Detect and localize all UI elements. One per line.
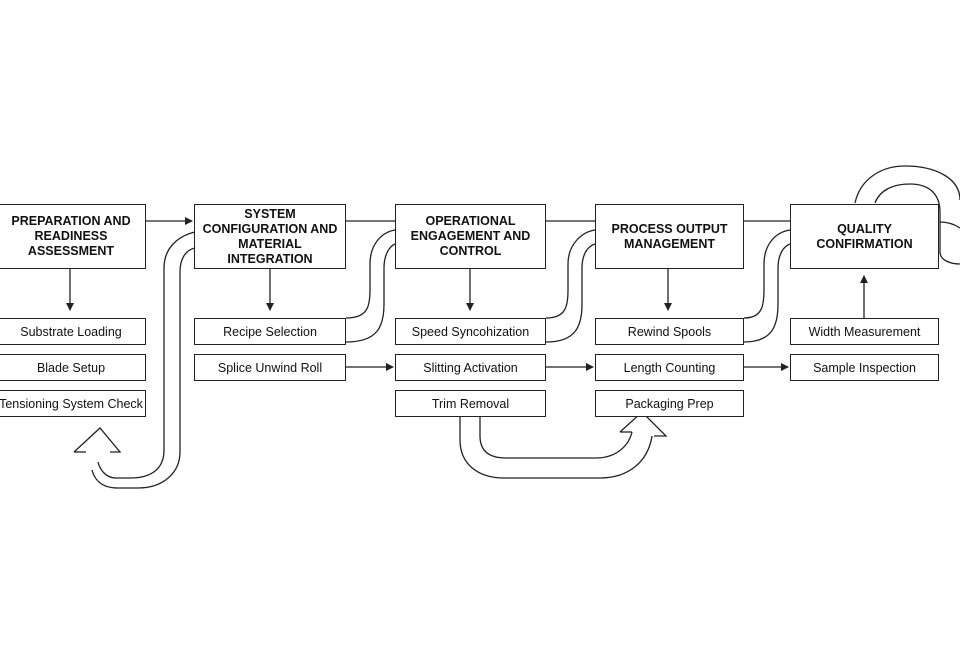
stage-system-configuration[interactable]: SYSTEM CONFIGURATION AND MATERIAL INTEGR… bbox=[194, 204, 346, 269]
step-label: Substrate Loading bbox=[20, 324, 122, 339]
stage-quality-confirmation[interactable]: QUALITY CONFIRMATION bbox=[790, 204, 939, 269]
step-length-counting[interactable]: Length Counting bbox=[595, 354, 744, 381]
stage-process-output[interactable]: PROCESS OUTPUT MANAGEMENT bbox=[595, 204, 744, 269]
step-label: Trim Removal bbox=[431, 396, 510, 411]
stage-step-arrows bbox=[66, 269, 868, 318]
loop-inner bbox=[874, 183, 960, 265]
curve-rewind-to-s5 bbox=[743, 229, 791, 319]
step-label: Slitting Activation bbox=[423, 360, 518, 375]
step-width-measurement[interactable]: Width Measurement bbox=[790, 318, 939, 345]
step-substrate-loading[interactable]: Substrate Loading bbox=[0, 318, 146, 345]
step-recipe-selection[interactable]: Recipe Selection bbox=[194, 318, 346, 345]
exit-loop bbox=[854, 165, 960, 265]
step-label: Width Measurement bbox=[808, 324, 921, 339]
loopback-head bbox=[73, 427, 122, 453]
step-label: Length Counting bbox=[623, 360, 716, 375]
loopback-inner bbox=[91, 247, 196, 489]
curve-recipe-to-s3-outer bbox=[345, 243, 396, 343]
curve-speed-to-s4-outer bbox=[545, 243, 596, 343]
curve-recipe-to-s3 bbox=[345, 229, 396, 319]
stage-preparation[interactable]: PREPARATION AND READINESS ASSESSMENT bbox=[0, 204, 146, 269]
loopback-outer bbox=[97, 231, 196, 479]
step-label: Tensioning System Check bbox=[0, 396, 143, 411]
trim-to-packaging-arrow bbox=[459, 411, 668, 479]
stage-label: PROCESS OUTPUT MANAGEMENT bbox=[611, 221, 728, 251]
step-blade-setup[interactable]: Blade Setup bbox=[0, 354, 146, 381]
step-sample-inspection[interactable]: Sample Inspection bbox=[790, 354, 939, 381]
step-trim-removal[interactable]: Trim Removal bbox=[395, 390, 546, 417]
step-splice-unwind-roll[interactable]: Splice Unwind Roll bbox=[194, 354, 346, 381]
step-label: Recipe Selection bbox=[223, 324, 317, 339]
loopback-arrow-left bbox=[73, 231, 196, 489]
curve-speed-to-s4 bbox=[545, 229, 596, 319]
stage-label: PREPARATION AND READINESS ASSESSMENT bbox=[11, 214, 131, 258]
step-packaging-prep[interactable]: Packaging Prep bbox=[595, 390, 744, 417]
trim-outer bbox=[459, 417, 653, 479]
trim-inner bbox=[479, 417, 633, 459]
step-speed-synchronization[interactable]: Speed Syncohization bbox=[395, 318, 546, 345]
stage-label: SYSTEM CONFIGURATION AND MATERIAL INTEGR… bbox=[202, 206, 338, 266]
step-label: Packaging Prep bbox=[625, 396, 714, 411]
loop-tail bbox=[939, 221, 960, 229]
step-label: Blade Setup bbox=[36, 360, 106, 375]
step-label: Speed Syncohization bbox=[411, 324, 530, 339]
stage-operational-engagement[interactable]: OPERATIONAL ENGAGEMENT AND CONTROL bbox=[395, 204, 546, 269]
step-label: Sample Inspection bbox=[813, 360, 916, 375]
step-rewind-spools[interactable]: Rewind Spools bbox=[595, 318, 744, 345]
trim-head bbox=[619, 411, 668, 437]
step-label: Splice Unwind Roll bbox=[217, 360, 323, 375]
step-tensioning-system-check[interactable]: Tensioning System Check bbox=[0, 390, 146, 417]
curved-connectors bbox=[345, 229, 791, 343]
loop-outer bbox=[854, 165, 960, 204]
stage-label: QUALITY CONFIRMATION bbox=[816, 221, 913, 251]
stage-label: OPERATIONAL ENGAGEMENT AND CONTROL bbox=[410, 214, 531, 258]
step-label: Rewind Spools bbox=[627, 324, 712, 339]
step-slitting-activation[interactable]: Slitting Activation bbox=[395, 354, 546, 381]
curve-rewind-to-s5-outer bbox=[743, 243, 791, 343]
